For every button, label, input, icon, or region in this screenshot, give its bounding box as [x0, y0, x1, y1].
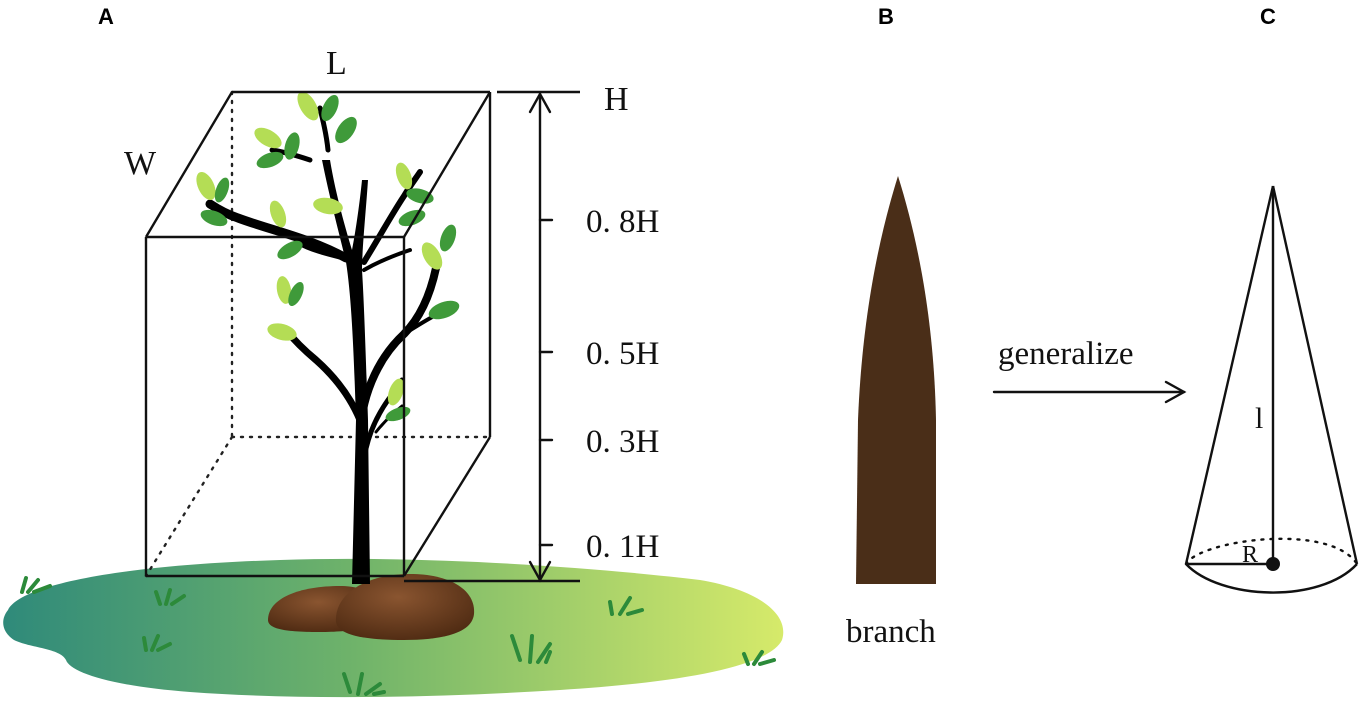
leaves: [196, 91, 460, 422]
height-tick-label: 0. 1H: [586, 529, 659, 565]
height-tick-label: 0. 3H: [586, 424, 659, 460]
bounding-box: [144, 90, 492, 578]
length-label: L: [326, 45, 347, 82]
soil-mounds: [268, 574, 475, 640]
panel-a-letter: A: [98, 4, 114, 29]
radius-label: R: [1242, 542, 1258, 568]
box-hidden-edges: [144, 90, 492, 578]
branch-shape: [856, 176, 936, 584]
height-tick-label: 0. 8H: [586, 204, 659, 240]
tree-trunk: [322, 160, 370, 584]
height-label: H: [604, 81, 629, 118]
panel-c: C l R: [1184, 4, 1359, 594]
cone-base-center-dot: [1266, 557, 1280, 571]
branch-label: branch: [846, 614, 936, 650]
panel-b-letter: B: [878, 4, 894, 29]
height-arrow: [528, 91, 554, 583]
width-label: W: [124, 145, 157, 182]
slant-label: l: [1255, 402, 1263, 435]
height-tick-label: 0. 5H: [586, 336, 659, 372]
tree: [205, 105, 452, 584]
panel-c-letter: C: [1260, 4, 1276, 29]
cone: [1184, 185, 1359, 594]
panel-b: B branch generalize: [846, 4, 1187, 650]
height-reference-lines: [404, 90, 580, 583]
panel-a: A: [3, 4, 784, 698]
generalize-arrow: [992, 380, 1187, 404]
generalize-label: generalize: [998, 336, 1134, 372]
grass-tufts: [20, 576, 776, 696]
